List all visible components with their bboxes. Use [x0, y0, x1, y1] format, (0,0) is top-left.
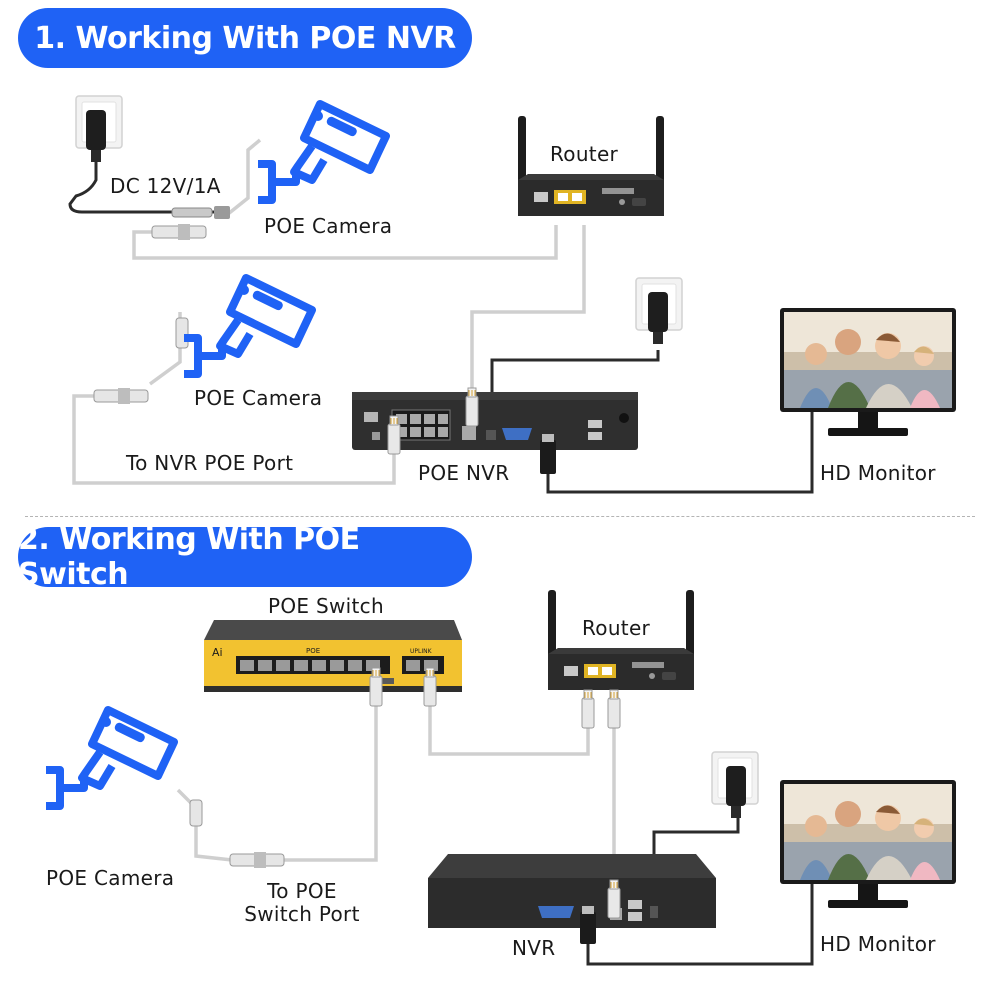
bnc-connector-1	[151, 224, 207, 240]
switch-port-label-line-2: Switch Port	[244, 902, 360, 926]
poe-camera-label-2: POE Camera	[194, 386, 323, 410]
router-icon-2	[548, 590, 694, 690]
hd-monitor-icon-1	[780, 308, 956, 436]
hd-monitor-icon-2	[780, 780, 956, 908]
poe-camera-icon-3	[46, 710, 174, 806]
poe-camera-label-3: POE Camera	[46, 866, 175, 890]
switch-brand-mark: Ai	[212, 646, 223, 659]
rj45-plug-nvr-2	[607, 879, 621, 919]
switch-poe-mark: POE	[306, 647, 320, 655]
section-divider	[25, 516, 975, 517]
nvr-label: NVR	[512, 936, 556, 960]
bnc-connector-3	[189, 799, 285, 868]
rj45-plug-nvr	[387, 415, 401, 455]
router-label-2: Router	[582, 616, 651, 640]
hdmi-plug-1	[540, 434, 556, 474]
switch-port-label-line-1: To POE	[267, 879, 337, 903]
poe-camera-icon-2	[184, 278, 312, 374]
hdmi-plug-2	[580, 906, 596, 944]
nvr-port-label: To NVR POE Port	[126, 451, 294, 475]
dc-connector	[171, 206, 230, 219]
wall-outlet-1	[75, 95, 123, 162]
hd-monitor-label-1: HD Monitor	[820, 461, 936, 485]
switch-uplink-mark: UPLINK	[410, 648, 433, 655]
rj45-plug-router-2	[607, 689, 621, 729]
switch-port-label: To POE Switch Port	[236, 880, 368, 926]
poe-nvr-device	[352, 392, 638, 450]
poe-camera-label-1: POE Camera	[264, 214, 393, 238]
wall-outlet-3	[711, 751, 759, 818]
router-label-1: Router	[550, 142, 619, 166]
poe-switch-label: POE Switch	[268, 594, 384, 618]
poe-camera-icon-1	[258, 104, 386, 200]
rj45-plug-switch-port	[369, 667, 383, 707]
router-icon-1	[518, 116, 664, 216]
power-spec-label: DC 12V/1A	[110, 174, 221, 198]
rj45-plug-uplink	[465, 387, 479, 427]
poe-nvr-label: POE NVR	[418, 461, 510, 485]
bnc-connector-2	[93, 317, 189, 404]
wall-outlet-2	[635, 277, 683, 344]
poe-switch-device	[204, 620, 462, 692]
ethernet-cables-section-1	[72, 138, 586, 485]
hd-monitor-label-2: HD Monitor	[820, 932, 936, 956]
nvr-device	[428, 854, 716, 928]
rj45-plug-switch-uplink	[423, 667, 437, 707]
section-1-heading: 1. Working With POE NVR	[18, 8, 472, 68]
rj45-plug-router-1	[581, 689, 595, 729]
section-2-heading: 2. Working With POE Switch	[18, 522, 472, 592]
